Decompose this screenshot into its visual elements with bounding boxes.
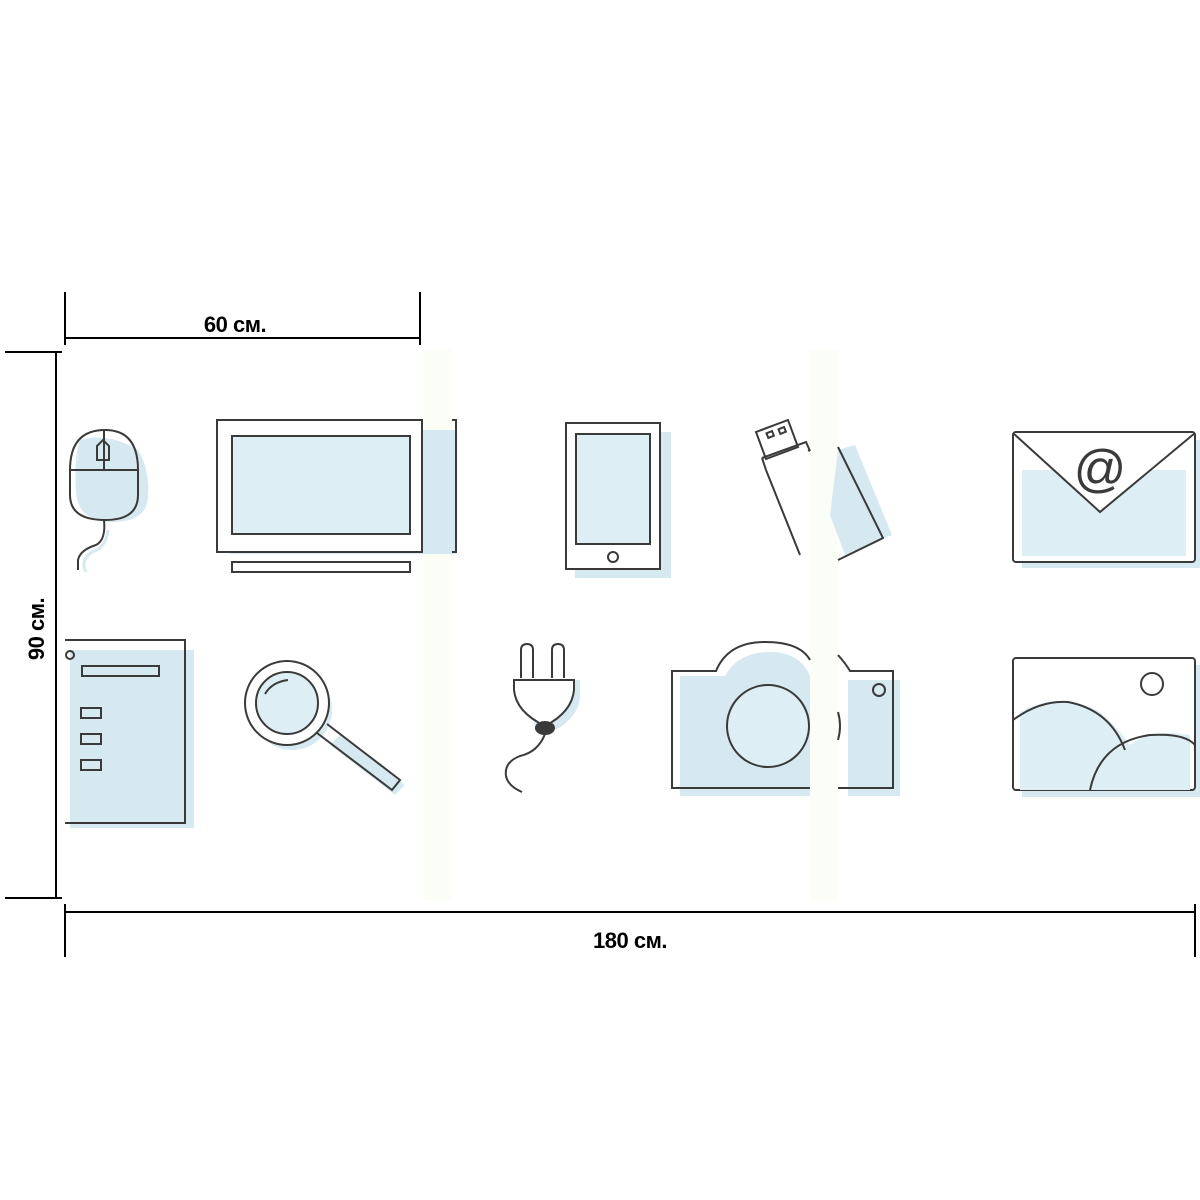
monitor-icon <box>216 419 457 573</box>
plug-icon <box>504 642 580 793</box>
panel-3: @ <box>1012 431 1200 797</box>
magnifier-icon <box>244 660 405 795</box>
document-icon <box>65 639 194 828</box>
usb-drive-icon <box>754 418 892 561</box>
dimension-lines <box>5 292 1196 957</box>
at-sign-glyph: @ <box>1074 440 1127 498</box>
total-width-label: 180 см. <box>593 928 667 953</box>
tablet-icon <box>565 422 671 578</box>
panel-2 <box>504 418 900 796</box>
email-envelope-icon: @ <box>1012 431 1200 568</box>
panel-width-label: 60 см. <box>203 312 267 337</box>
panel-height-label: 90 см. <box>24 597 49 661</box>
camera-icon <box>671 640 900 796</box>
image-icon <box>1012 657 1200 797</box>
panel-1 <box>65 419 457 828</box>
mouse-icon <box>69 428 149 573</box>
